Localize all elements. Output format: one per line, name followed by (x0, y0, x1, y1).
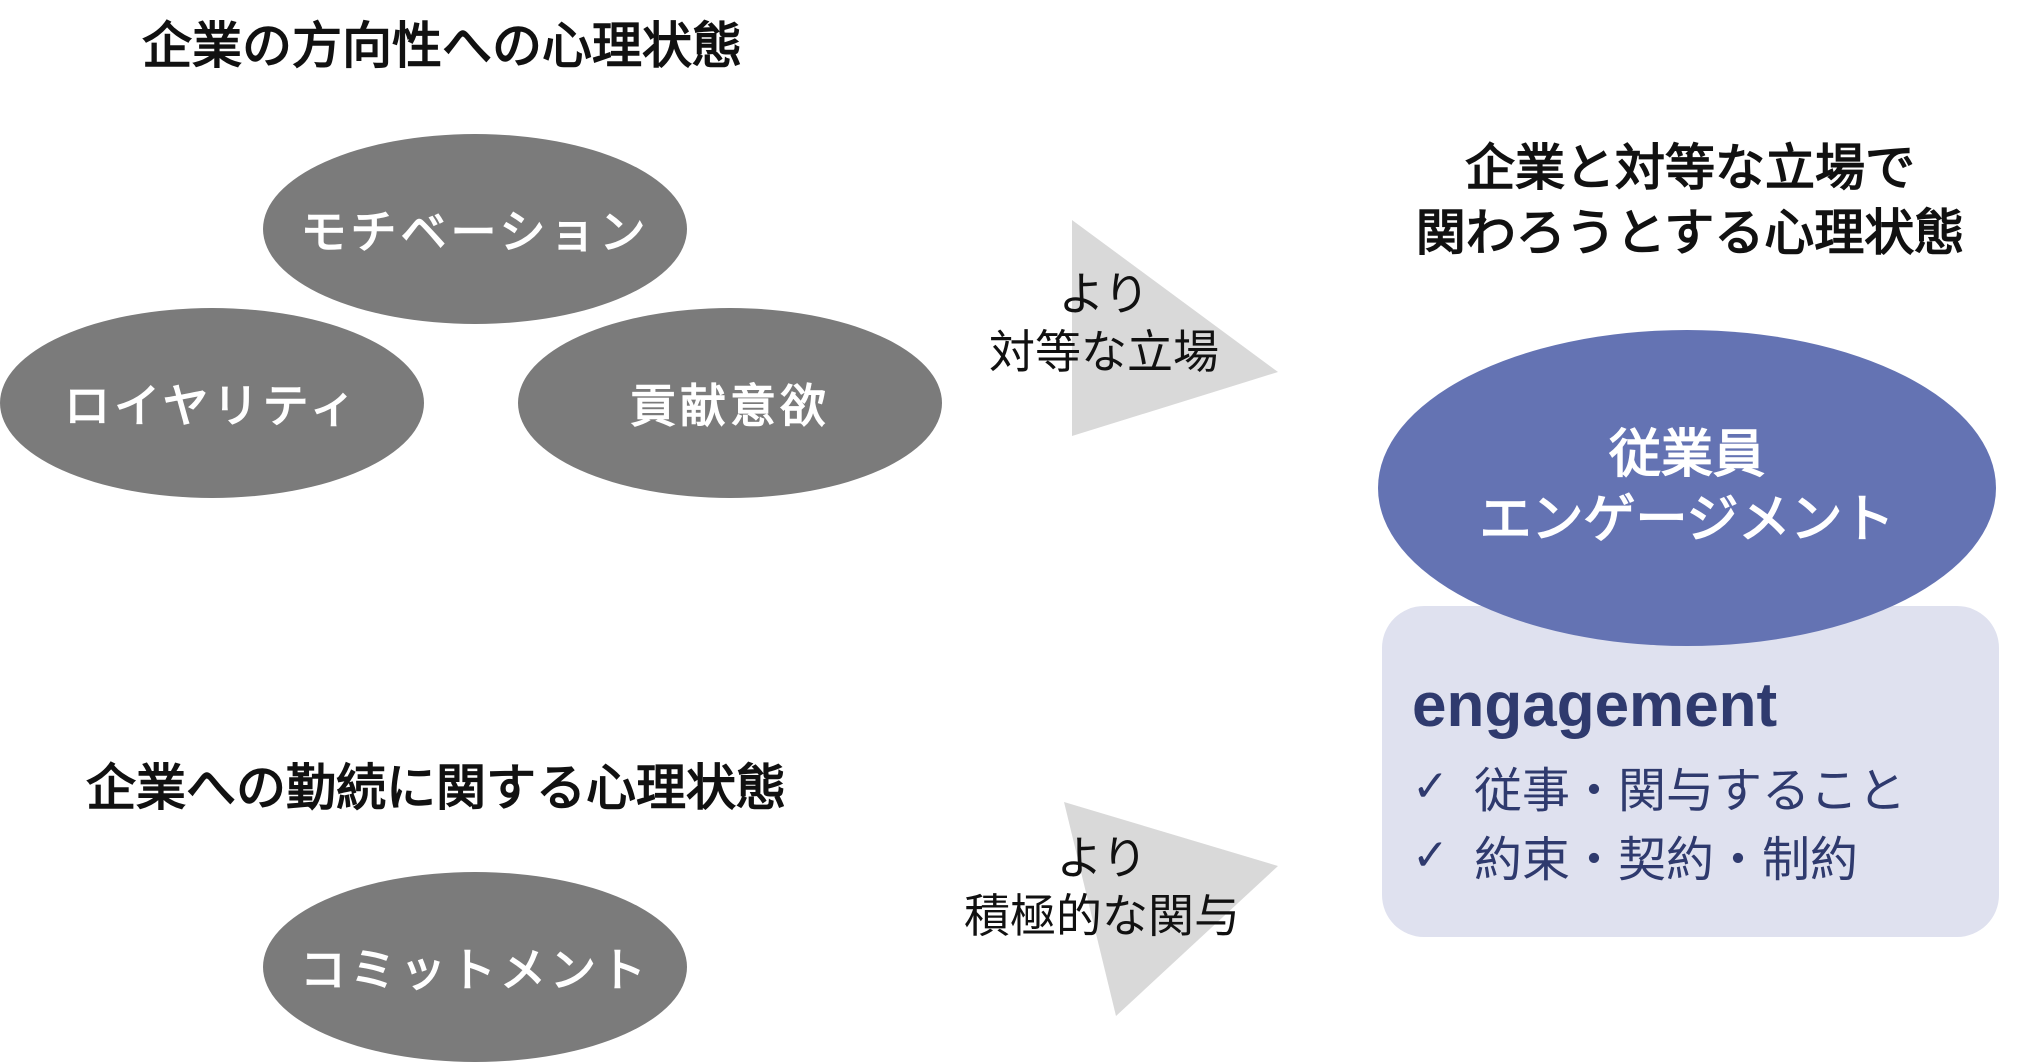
ellipse-motivation-label: モチベーション (300, 205, 650, 259)
triangle-arrow-right-icon (1072, 220, 1278, 436)
arrow-label-bottom: より 積極的な関与 (930, 830, 1274, 945)
ellipse-commitment: コミットメント (263, 872, 687, 1062)
arrow-label-bottom-line1: より (1056, 831, 1148, 885)
arrow-triangle-top (1072, 220, 1278, 436)
ellipse-employee-engagement-line1: 従業員 (1608, 425, 1765, 485)
ellipse-contribution: 貢献意欲 (518, 308, 942, 498)
ellipse-employee-engagement-line2: エンゲージメント (1479, 490, 1895, 550)
ellipse-contribution-label: 貢献意欲 (630, 379, 830, 433)
check-icon: ✓ (1412, 760, 1449, 812)
heading-equal-relationship-line1: 企業と対等な立場で (1465, 139, 1915, 197)
engagement-definition-box (1382, 606, 1999, 937)
ellipse-loyalty: ロイヤリティ (0, 308, 424, 498)
ellipse-motivation: モチベーション (263, 134, 687, 324)
heading-equal-relationship-line2: 関わろうとする心理状態 (1415, 204, 1965, 262)
triangle-arrow-right-icon (1064, 802, 1278, 1016)
ellipse-loyalty-label: ロイヤリティ (64, 379, 360, 433)
heading-equal-relationship: 企業と対等な立場で 関わろうとする心理状態 (1370, 136, 2010, 266)
check-icon: ✓ (1412, 829, 1449, 881)
engagement-title: engagement (1412, 671, 1778, 740)
ellipse-commitment-label: コミットメント (300, 943, 650, 997)
arrow-label-top-line2: 対等な立場 (989, 324, 1219, 379)
arrow-label-top-line1: より (1058, 267, 1150, 321)
engagement-item-label: 従事・関与すること (1474, 763, 1907, 819)
arrow-triangle-bottom (1064, 802, 1278, 1016)
heading-tenure: 企業への勤続に関する心理状態 (86, 759, 786, 817)
ellipse-employee-engagement: 従業員 エンゲージメント (1378, 330, 1996, 646)
engagement-item: ✓ 約束・契約・制約 (1412, 820, 1858, 890)
arrow-label-top: より 対等な立場 (944, 266, 1264, 381)
engagement-item: ✓ 従事・関与すること (1412, 751, 1906, 821)
heading-direction: 企業の方向性への心理状態 (142, 17, 742, 75)
engagement-item-label: 約束・契約・制約 (1474, 832, 1859, 888)
arrow-label-bottom-line2: 積極的な関与 (964, 888, 1240, 943)
